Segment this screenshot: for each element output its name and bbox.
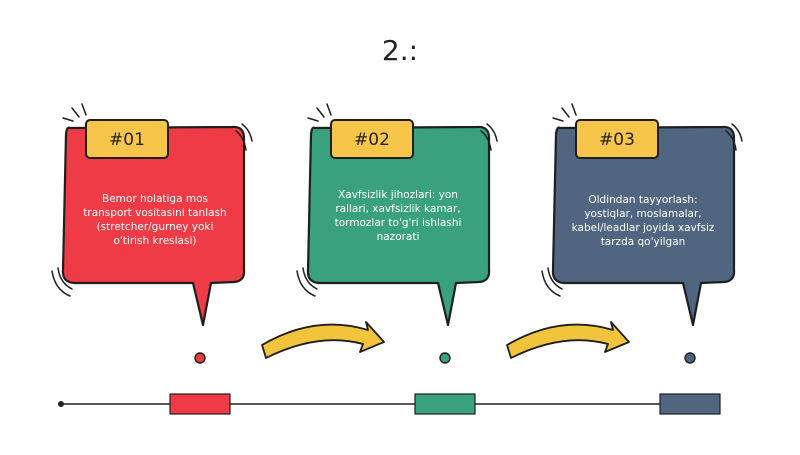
connector-arrow-2 — [506, 321, 630, 359]
step-1-label: #01 — [109, 130, 145, 150]
step-1-marker-dot — [194, 352, 206, 364]
step-1-label-tab — [85, 119, 169, 159]
timeline-start-dot — [58, 401, 64, 407]
step-3-label: #03 — [599, 130, 635, 150]
step-1-text: Bemor holatiga mos transport vositasini … — [83, 193, 227, 247]
step-2-doodle-bottom — [296, 267, 318, 297]
step-3-label-tab — [575, 119, 659, 159]
step-1-doodle-corner — [235, 123, 253, 151]
step-1-bubble — [61, 125, 246, 327]
step-2-doodle-corner — [480, 123, 498, 151]
step-3-doodle-bottom — [541, 267, 563, 297]
step-2-bubble — [306, 125, 491, 327]
step-2-label: #02 — [354, 130, 390, 150]
page-title: 2.: — [381, 34, 419, 67]
step-2-marker-dot — [439, 352, 451, 364]
step-3-bubble — [551, 125, 736, 327]
step-2-label-tab — [330, 119, 414, 159]
connector-arrow-1 — [261, 321, 385, 359]
step-2-timeline-block — [414, 393, 476, 415]
step-3-marker-dot — [684, 352, 696, 364]
step-2-doodle-top — [307, 103, 332, 122]
step-3-doodle-top — [552, 103, 577, 122]
step-3-text: Oldindan tayyorlash: yostiqlar, moslamal… — [571, 194, 715, 248]
step-3-timeline-block — [659, 393, 721, 415]
step-1-doodle-top — [62, 103, 87, 122]
step-1-doodle-bottom — [51, 267, 73, 297]
step-3-doodle-corner — [725, 123, 743, 151]
step-1-timeline-block — [169, 393, 231, 415]
step-2-text: Xavfsizlik jihozlari: yon rallari, xavfs… — [334, 189, 462, 243]
